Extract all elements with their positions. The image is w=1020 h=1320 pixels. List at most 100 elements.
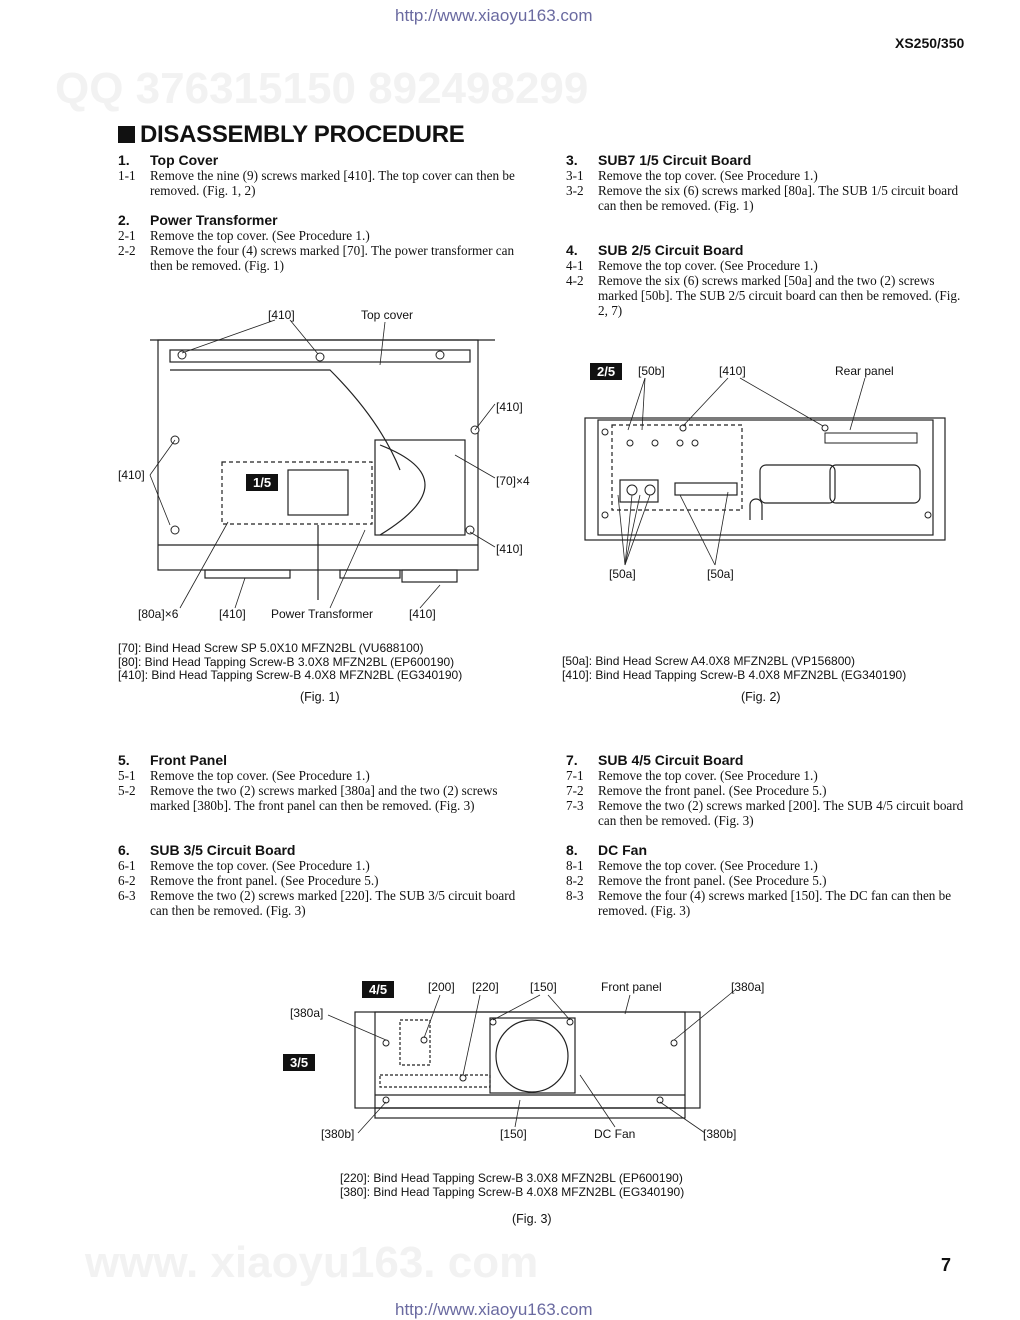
section-title: Front Panel [150, 752, 228, 768]
section-heading: 8. DC Fan [566, 842, 966, 858]
section-title: Top Cover [150, 152, 219, 168]
step-text: Remove the front panel. (See Procedure 5… [598, 873, 827, 888]
procedure-step: 7-1 Remove the top cover. (See Procedure … [566, 768, 966, 783]
section-heading: 6. SUB 3/5 Circuit Board [118, 842, 518, 858]
step-number: 7-3 [566, 798, 584, 813]
part-item: [70]: Bind Head Screw SP 5.0X10 MFZN2BL … [118, 641, 424, 655]
fig1-label: [410] [496, 400, 523, 414]
fig2-label: [410] [719, 364, 746, 378]
section-number: 3. [566, 152, 578, 168]
step-text: Remove the top cover. (See Procedure 1.) [150, 768, 370, 783]
procedure-step: 7-3 Remove the two (2) screws marked [200… [566, 798, 966, 828]
fig3-label: [380a] [731, 980, 765, 994]
fig1-label: [410] [219, 607, 246, 621]
step-text: Remove the front panel. (See Procedure 5… [150, 873, 379, 888]
section-number: 6. [118, 842, 130, 858]
fig2-parts-list: [50a]: Bind Head Screw A4.0X8 MFZN2BL (V… [562, 654, 907, 682]
procedure-step: 4-2 Remove the six (6) screws marked [50a… [566, 273, 966, 318]
part-item: [220]: Bind Head Tapping Screw-B 3.0X8 M… [340, 1171, 683, 1185]
square-bullet-icon [118, 126, 135, 143]
step-number: 2-1 [118, 228, 136, 243]
section-6: 6. SUB 3/5 Circuit Board 6-1 Remove the top… [118, 842, 518, 918]
step-number: 7-1 [566, 768, 584, 783]
procedure-step: 3-1 Remove the top cover. (See Procedure … [566, 168, 966, 183]
section-heading: 4. SUB 2/5 Circuit Board [566, 242, 966, 258]
step-number: 7-2 [566, 783, 584, 798]
step-number: 8-1 [566, 858, 584, 873]
fig1-label: [70]×4 [496, 474, 530, 488]
fig1-label: Power Transformer [271, 607, 374, 621]
section-number: 2. [118, 212, 130, 228]
step-text: Remove the four (4) screws marked [70]. … [150, 243, 515, 273]
section-heading: 1. Top Cover [118, 152, 518, 168]
step-number: 8-2 [566, 873, 584, 888]
fig1-caption: (Fig. 1) [300, 690, 340, 704]
step-text: Remove the two (2) screws marked [220]. … [150, 888, 516, 918]
fig2-label: [50a] [707, 567, 734, 581]
step-text: Remove the six (6) screws marked [80a]. … [598, 183, 959, 213]
part-item: [410]: Bind Head Tapping Screw-B 4.0X8 M… [562, 667, 907, 682]
section-number: 7. [566, 752, 578, 768]
fig2-label: Rear panel [835, 364, 894, 378]
page-title: DISASSEMBLY PROCEDURE [118, 121, 465, 149]
procedure-step: 8-1 Remove the top cover. (See Procedure … [566, 858, 966, 873]
step-text: Remove the two (2) screws marked [200]. … [598, 798, 964, 828]
fig3-caption: (Fig. 3) [512, 1212, 552, 1226]
procedure-step: 2-1 Remove the top cover. (See Procedure … [118, 228, 518, 243]
step-text: Remove the two (2) screws marked [380a] … [150, 783, 498, 813]
fig1-label: [80a]×6 [138, 607, 179, 621]
fig1-label: [410] [496, 542, 523, 556]
section-number: 1. [118, 152, 130, 168]
fig2-caption: (Fig. 2) [741, 690, 781, 704]
step-text: Remove the top cover. (See Procedure 1.) [150, 858, 370, 873]
step-text: Remove the top cover. (See Procedure 1.) [598, 858, 818, 873]
section-title: DC Fan [598, 842, 647, 858]
step-text: Remove the front panel. (See Procedure 5… [598, 783, 827, 798]
step-number: 5-2 [118, 783, 136, 798]
section-5: 5. Front Panel 5-1 Remove the top cover. (S… [118, 752, 518, 813]
section-number: 5. [118, 752, 130, 768]
part-item: [50a]: Bind Head Screw A4.0X8 MFZN2BL (V… [562, 654, 856, 668]
section-number: 8. [566, 842, 578, 858]
step-text: Remove the top cover. (See Procedure 1.) [598, 768, 818, 783]
step-number: 6-1 [118, 858, 136, 873]
page-number: 7 [941, 1255, 952, 1275]
title-text: DISASSEMBLY PROCEDURE [140, 121, 465, 148]
step-text: Remove the top cover. (See Procedure 1.) [150, 228, 370, 243]
step-text: Remove the four (4) screws marked [150].… [598, 888, 952, 918]
model-number: XS250/350 [895, 35, 965, 51]
fig1-parts-list: [70]: Bind Head Screw SP 5.0X10 MFZN2BL … [118, 641, 462, 683]
step-number: 4-2 [566, 273, 584, 288]
section-number: 4. [566, 242, 578, 258]
step-number: 3-1 [566, 168, 584, 183]
procedure-step: 8-3 Remove the four (4) screws marked [15… [566, 888, 966, 918]
section-title: Power Transformer [150, 212, 278, 228]
header-url[interactable]: http://www.xiaoyu163.com [395, 6, 593, 25]
procedure-step: 7-2 Remove the front panel. (See Procedur… [566, 783, 966, 798]
section-title: SUB 3/5 Circuit Board [150, 842, 296, 858]
step-number: 6-3 [118, 888, 136, 903]
section-title: SUB 2/5 Circuit Board [598, 242, 744, 258]
fig3-parts-list: [220]: Bind Head Tapping Screw-B 3.0X8 M… [340, 1171, 684, 1199]
fig3-label: [150] [530, 980, 557, 994]
section-title: SUB7 1/5 Circuit Board [598, 152, 752, 168]
procedure-step: 8-2 Remove the front panel. (See Procedur… [566, 873, 966, 888]
step-text: Remove the top cover. (See Procedure 1.) [598, 168, 818, 183]
step-number: 8-3 [566, 888, 584, 903]
procedure-step: 5-1 Remove the top cover. (See Procedure … [118, 768, 518, 783]
procedure-step: 6-2 Remove the front panel. (See Procedur… [118, 873, 518, 888]
fig3-label: DC Fan [594, 1127, 636, 1141]
footer-url[interactable]: http://www.xiaoyu163.com [395, 1300, 593, 1319]
fig2-board-tag: 2/5 [590, 363, 623, 380]
step-number: 6-2 [118, 873, 136, 888]
fig3-label: [380a] [290, 1006, 324, 1020]
procedure-step: 6-1 Remove the top cover. (See Procedure … [118, 858, 518, 873]
step-number: 5-1 [118, 768, 136, 783]
step-text: Remove the six (6) screws marked [50a] a… [598, 273, 961, 318]
